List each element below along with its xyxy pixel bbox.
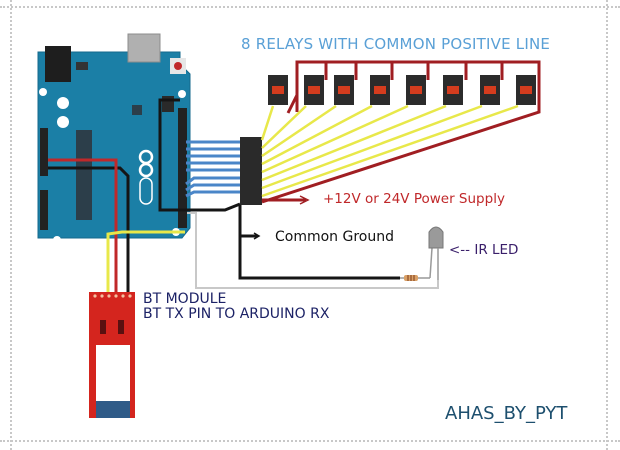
- regulator: [76, 62, 88, 70]
- ir-led: [428, 226, 444, 280]
- usb-port: [127, 33, 161, 63]
- relay-signal-wire: [261, 105, 307, 149]
- relay-signal-wire: [261, 104, 373, 166]
- relay: [268, 75, 288, 105]
- resistor: [400, 247, 433, 281]
- digital-header: [178, 108, 187, 228]
- mount-hole: [53, 236, 61, 244]
- relay: [334, 75, 354, 105]
- ground-wires: [48, 98, 400, 292]
- data-wire: [185, 176, 242, 186]
- positive-bus-wire: [261, 60, 541, 204]
- arduino-uno-board: [37, 33, 191, 244]
- ir-signal-wire: [187, 212, 439, 289]
- analog-header: [40, 190, 48, 230]
- diagram-title: 8 RELAYS WITH COMMON POSITIVE LINE: [241, 35, 551, 53]
- frame-bottom-border: [0, 440, 620, 442]
- bt-module-label: BT MODULE: [143, 291, 227, 307]
- bt-tx-wire: [106, 230, 185, 292]
- power-header: [40, 128, 48, 176]
- relay: [370, 75, 390, 105]
- arduino-logo: [138, 149, 154, 178]
- relay: [406, 75, 426, 105]
- author-signature: AHAS_BY_PYT: [445, 403, 568, 424]
- ground-wire: [238, 205, 400, 280]
- relay-signal-wire: [261, 104, 409, 174]
- uno-label-badge: [139, 177, 153, 205]
- capacitor-1: [57, 97, 69, 109]
- bt-antenna: [96, 401, 130, 418]
- relay: [516, 75, 536, 105]
- uln2803-driver-ic: [240, 137, 262, 205]
- relay: [443, 75, 463, 105]
- frame-left-border: [10, 0, 12, 450]
- relay: [304, 75, 324, 105]
- rn42-chip: [96, 345, 130, 401]
- bt-wiring-note: BT TX PIN TO ARDUINO RX: [143, 306, 330, 322]
- ground-arrow: [253, 232, 261, 240]
- common-ground-label: Common Ground: [275, 229, 394, 245]
- relay-signal-wires: [260, 104, 519, 198]
- usb-chip: [132, 105, 142, 115]
- frame-top-border: [0, 6, 620, 8]
- atmega-chip: [76, 130, 92, 220]
- power-jack: [45, 46, 71, 82]
- icsp-header: [162, 96, 174, 112]
- data-wires: [185, 140, 242, 198]
- mount-hole: [39, 88, 47, 96]
- reset-button-cap: [174, 62, 182, 70]
- relay-signal-wire: [261, 104, 519, 198]
- mount-hole: [178, 90, 186, 98]
- ground-wire: [158, 98, 241, 212]
- power-supply-label: +12V or 24V Power Supply: [323, 191, 505, 207]
- relays: [268, 75, 536, 105]
- bt-vcc-wire: [48, 158, 118, 292]
- positive-bus-wire: [286, 94, 299, 114]
- frame-right-border: [606, 0, 608, 450]
- capacitor-2: [57, 116, 69, 128]
- bt-module: [89, 292, 135, 418]
- ground-wire: [48, 166, 130, 292]
- data-wire: [185, 190, 242, 198]
- relay-signal-wire: [261, 104, 337, 158]
- relay-signal-wire: [261, 104, 483, 190]
- data-wire: [185, 183, 242, 192]
- relay: [480, 75, 500, 105]
- relay-signal-wire: [260, 105, 275, 141]
- positive-bus: [261, 60, 541, 204]
- power-supply-arrow: [262, 195, 310, 205]
- relay-signal-wire: [261, 104, 447, 182]
- ir-led-label: <-- IR LED: [449, 242, 519, 258]
